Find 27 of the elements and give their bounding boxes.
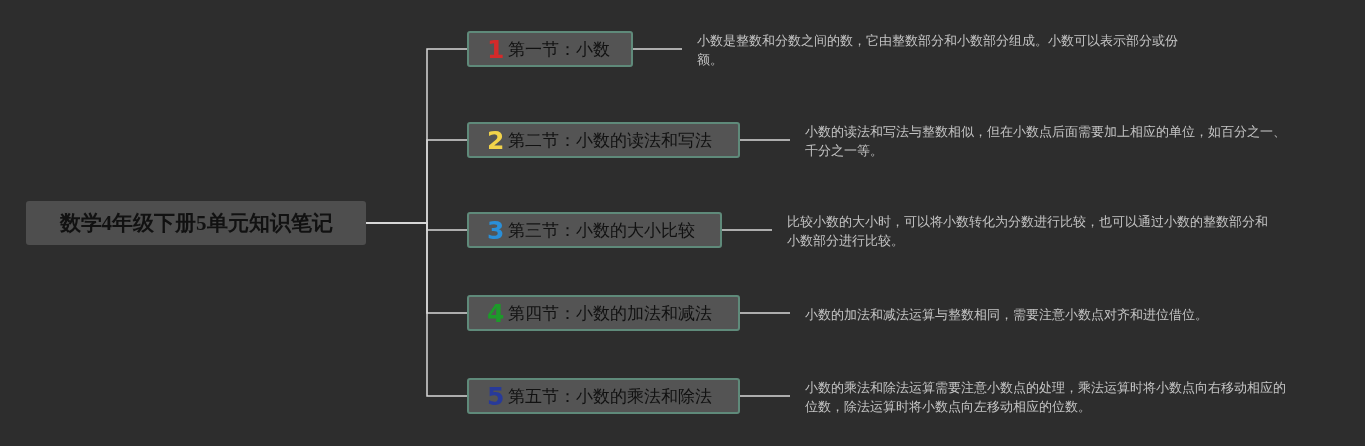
description-text: 小数的读法和写法与整数相似，但在小数点后面需要加上相应的单位，如百分之一、千分之一等。 xyxy=(805,123,1287,160)
section-box xyxy=(467,31,633,67)
connector-line xyxy=(739,312,791,314)
section-number: 2 xyxy=(487,127,505,153)
central-topic-box xyxy=(26,201,366,245)
section-title: 第五节：小数的乘法和除法 xyxy=(508,384,713,408)
section-box xyxy=(467,295,740,331)
connector-line xyxy=(739,395,791,397)
section-title: 第四节：小数的加法和减法 xyxy=(508,301,713,325)
section-number: 1 xyxy=(487,36,505,62)
connector-line xyxy=(739,139,791,141)
description-text: 小数的加法和减法运算与整数相同，需要注意小数点对齐和进位借位。 xyxy=(805,305,1208,324)
section-number: 4 xyxy=(487,300,505,326)
section-title: 第一节：小数 xyxy=(508,37,611,61)
section-title: 第二节：小数的读法和写法 xyxy=(508,128,713,152)
connector-line xyxy=(632,48,683,50)
topic-title: 数学4年级下册5单元知识笔记 xyxy=(59,210,333,237)
description-text: 比较小数的大小时，可以将小数转化为分数进行比较，也可以通过小数的整数部分和小数部分进行比较。 xyxy=(787,213,1269,250)
section-number: 3 xyxy=(487,217,505,243)
connector-line xyxy=(365,222,468,397)
description-text: 小数的乘法和除法运算需要注意小数点的处理，乘法运算时将小数点向右移动相应的位数，除法运算时将小数点向左移动相应的位数。 xyxy=(805,379,1287,416)
section-number: 5 xyxy=(487,383,505,409)
section-box xyxy=(467,378,740,414)
section-box xyxy=(467,212,722,248)
description-text: 小数是整数和分数之间的数，它由整数部分和小数部分组成。小数可以表示部分或份额。 xyxy=(697,32,1179,69)
section-box xyxy=(467,122,740,158)
connector-line xyxy=(721,229,773,231)
